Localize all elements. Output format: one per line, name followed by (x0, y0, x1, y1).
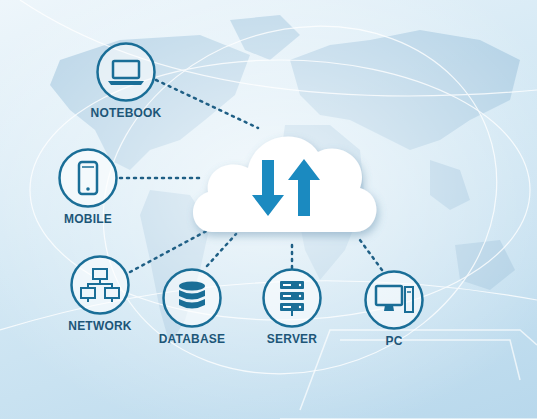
icon-node: MOBILE (38, 147, 138, 227)
node-label: DATABASE (159, 332, 226, 346)
node-label: SERVER (267, 332, 317, 346)
icon-circle (161, 267, 223, 329)
node-label: NOTEBOOK (91, 106, 162, 120)
node-label: MOBILE (64, 212, 112, 226)
icon-circle (95, 41, 157, 103)
icon-circle (261, 267, 323, 329)
icon-node: DATABASE (142, 267, 242, 347)
laptop-outline (280, 330, 537, 419)
node-label: PC (385, 334, 402, 348)
icon-circle (57, 147, 119, 209)
transfer-arrows (252, 159, 320, 216)
icon-node: PC (344, 269, 444, 349)
icon-node: NETWORK (50, 254, 150, 334)
icon-circle (363, 269, 425, 331)
cloud (193, 136, 376, 232)
icon-node: SERVER (242, 267, 342, 347)
icon-node: NOTEBOOK (76, 41, 176, 121)
node-label: NETWORK (68, 319, 131, 333)
icon-circle (69, 254, 131, 316)
